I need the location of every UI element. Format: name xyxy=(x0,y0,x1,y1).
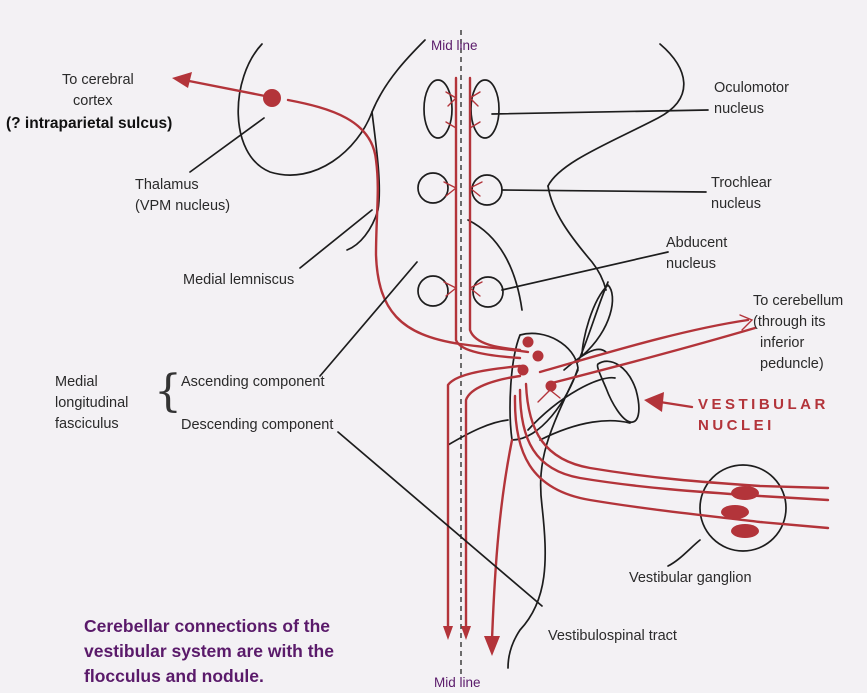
label-vestibulospinal: Vestibulospinal tract xyxy=(548,626,677,646)
label-descending: Descending component xyxy=(181,415,333,435)
label-trochlear-2: nucleus xyxy=(711,194,761,214)
label-to-cortex-2: cortex xyxy=(73,91,113,111)
label-cerebellum-2: (through its xyxy=(753,312,826,332)
label-trochlear-1: Trochlear xyxy=(711,173,772,193)
label-mlf-2: longitudinal xyxy=(55,393,128,413)
label-vestibular-2: NUCLEI xyxy=(698,414,775,437)
label-vestibular-1: VESTIBULAR xyxy=(698,393,829,416)
label-abducent-1: Abducent xyxy=(666,233,727,253)
label-to-cortex-1: To cerebral xyxy=(62,70,134,90)
label-thalamus-2: (VPM nucleus) xyxy=(135,196,230,216)
label-vestibular-ganglion: Vestibular ganglion xyxy=(629,568,752,588)
caption-line-2: vestibular system are with the xyxy=(84,639,334,664)
midline-label-bottom: Mid line xyxy=(434,675,481,690)
caption-line-1: Cerebellar connections of the xyxy=(84,614,330,639)
label-oculomotor-1: Oculomotor xyxy=(714,78,789,98)
label-ascending: Ascending component xyxy=(181,372,325,392)
label-intraparietal: (? intraparietal sulcus) xyxy=(6,114,172,134)
label-oculomotor-2: nucleus xyxy=(714,99,764,119)
label-cerebellum-3: inferior xyxy=(760,333,804,353)
caption-line-3: flocculus and nodule. xyxy=(84,664,264,689)
label-cerebellum-1: To cerebellum xyxy=(753,291,843,311)
mlf-brace: { xyxy=(154,370,182,414)
label-mlf-3: fasciculus xyxy=(55,414,119,434)
label-abducent-2: nucleus xyxy=(666,254,716,274)
label-mlf-1: Medial xyxy=(55,372,98,392)
label-cerebellum-4: peduncle) xyxy=(760,354,824,374)
label-thalamus-1: Thalamus xyxy=(135,175,199,195)
label-medial-lemniscus: Medial lemniscus xyxy=(183,270,294,290)
midline-label-top: Mid line xyxy=(431,38,478,53)
